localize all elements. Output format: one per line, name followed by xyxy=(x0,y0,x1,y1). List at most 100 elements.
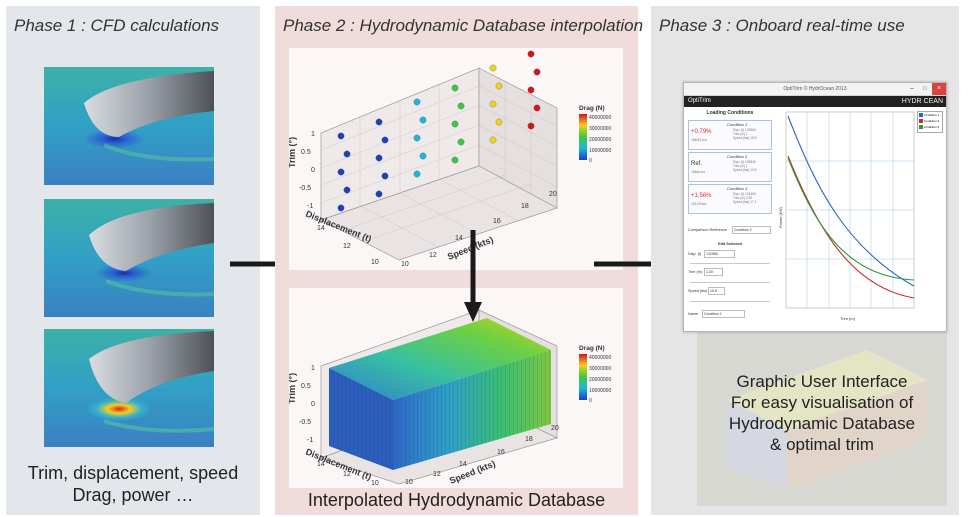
disp-input[interactable]: 142566 xyxy=(704,250,735,258)
speed-label: Speed (kts) xyxy=(688,289,708,293)
legend-tick-1: 30000000 xyxy=(589,126,611,132)
window-title: OptiTrim © HydrOcean 2013 xyxy=(783,86,847,92)
condition-name: Condition 1 xyxy=(727,122,748,127)
cfd-thumbnail-3 xyxy=(44,329,214,447)
legend-tick-3: 10000000 xyxy=(589,148,611,154)
legend-tick-2: 20000000 xyxy=(589,137,611,143)
trim-input[interactable]: 1.00 xyxy=(704,268,723,276)
speed-tick-5: 20 xyxy=(549,191,557,198)
scatter-point xyxy=(413,170,421,178)
trim-slider[interactable] xyxy=(690,282,770,283)
legend-tick-0: 40000000 xyxy=(589,115,611,121)
scatter-point xyxy=(337,132,345,140)
trim-axis-label: Trim (°) xyxy=(289,373,297,404)
phase3-caption-line4: & optimal trim xyxy=(770,435,874,454)
scatter-plot-svg: 1 0.5 0 -0.5 -1 14 12 10 10 12 14 16 18 … xyxy=(287,50,611,268)
legend-tick-1: 30000000 xyxy=(589,366,611,372)
disp-slider[interactable] xyxy=(690,263,770,264)
scatter-point xyxy=(419,116,427,124)
legend-tick-3: 10000000 xyxy=(589,388,611,394)
trim-tick-2: 0 xyxy=(311,401,315,408)
speed-tick-5: 20 xyxy=(551,425,559,432)
scatter-point xyxy=(343,150,351,158)
speed-input[interactable]: 15.8 xyxy=(708,287,725,295)
scatter-point xyxy=(533,104,541,112)
scatter-point xyxy=(381,172,389,180)
legend-item-3: Condition 3 xyxy=(919,125,941,130)
legend-tick-4: 0 xyxy=(589,398,592,404)
trim-tick-0: 1 xyxy=(311,365,315,372)
maximize-icon[interactable]: □ xyxy=(923,86,927,92)
condition-sub: 1912ff knt xyxy=(691,202,707,206)
close-icon[interactable]: × xyxy=(932,83,946,95)
comparison-label: Comparison Reference xyxy=(688,228,728,232)
minimize-icon[interactable]: – xyxy=(910,85,914,92)
scatter-point xyxy=(337,204,345,212)
condition-delta: Ref. xyxy=(691,161,703,167)
scatter-point xyxy=(527,50,535,58)
optitrim-window[interactable]: OptiTrim © HydrOcean 2013 – □ × OptiTrim… xyxy=(683,82,947,332)
disp-tick-1: 12 xyxy=(343,243,351,250)
color-scale-bar xyxy=(579,354,587,400)
trim-label: Trim (m) xyxy=(688,270,703,274)
speed-tick-1: 12 xyxy=(433,471,441,478)
phase3-caption-line3: Hydrodynamic Database xyxy=(728,414,916,433)
scatter-point xyxy=(495,118,503,126)
condition-card-2[interactable]: Condition 2 Ref. 186kj knt Disp. (t) 158… xyxy=(688,152,772,182)
phase1-panel: Phase 1 : CFD calculations xyxy=(6,6,260,515)
trim-tick-2: 0 xyxy=(311,167,315,174)
speed-tick-0: 10 xyxy=(401,261,409,268)
scatter-point xyxy=(495,82,503,90)
series-condition-3 xyxy=(787,157,915,281)
speed-tick-3: 16 xyxy=(497,449,505,456)
speed-tick-4: 18 xyxy=(521,203,529,210)
scatter-point xyxy=(381,136,389,144)
scatter-point xyxy=(457,102,465,110)
trim-tick-3: -0.5 xyxy=(299,419,311,426)
floor xyxy=(320,165,558,261)
scatter-point xyxy=(375,118,383,126)
trim-tick-3: -0.5 xyxy=(299,185,311,192)
condition-card-1[interactable]: Condition 1 +0.79% 186/Kj knt Disp. (t) … xyxy=(688,120,772,150)
phase3-caption-line2: For easy visualisation of xyxy=(730,393,914,412)
phase3-caption-line1: Graphic User Interface xyxy=(736,372,908,391)
trim-tick-1: 0.5 xyxy=(301,383,311,390)
phase1-caption: Trim, displacement, speed Drag, power … xyxy=(6,462,260,506)
series-condition-2 xyxy=(787,155,915,299)
disp-tick-0: 14 xyxy=(317,225,325,232)
cfd-thumbnail-1 xyxy=(44,67,214,185)
name-label: Name xyxy=(688,312,699,316)
legend-item-1: Condition 1 xyxy=(919,113,941,118)
scatter-point xyxy=(457,138,465,146)
condition-sub: 186/Kj knt xyxy=(691,138,707,142)
scatter-point xyxy=(337,168,345,176)
speed-slider[interactable] xyxy=(690,301,770,302)
name-input[interactable]: Condition 1 xyxy=(702,310,745,318)
scatter-point xyxy=(527,122,535,130)
scatter-points xyxy=(337,50,541,212)
condition-delta: +1.56% xyxy=(691,193,712,199)
chart-legend: Condition 1 Condition 2 Condition 3 xyxy=(917,111,943,133)
comparison-select[interactable]: Condition 2 xyxy=(732,226,771,234)
condition-card-3[interactable]: Condition 3 +1.56% 1912ff knt Disp. (t) … xyxy=(688,184,772,214)
disp-tick-2: 10 xyxy=(371,259,379,266)
disp-tick-2: 10 xyxy=(371,480,379,487)
chart-grid xyxy=(786,112,914,308)
series-condition-1 xyxy=(787,115,915,287)
disp-tick-1: 12 xyxy=(343,471,351,478)
loading-conditions-title: Loading Conditions xyxy=(706,110,754,116)
scatter-point xyxy=(451,120,459,128)
trim-tick-1: 0.5 xyxy=(301,149,311,156)
window-titlebar: OptiTrim © HydrOcean 2013 – □ × xyxy=(684,83,946,96)
scatter-point xyxy=(451,84,459,92)
scatter-point xyxy=(489,100,497,108)
disp-tick-0: 14 xyxy=(317,461,325,468)
trim-tick-0: 1 xyxy=(311,131,315,138)
scatter-point xyxy=(419,152,427,160)
disp-label: Disp. (t) xyxy=(688,252,702,256)
legend-tick-2: 20000000 xyxy=(589,377,611,383)
phase1-caption-line1: Trim, displacement, speed xyxy=(27,463,239,483)
scatter-point xyxy=(343,186,351,194)
